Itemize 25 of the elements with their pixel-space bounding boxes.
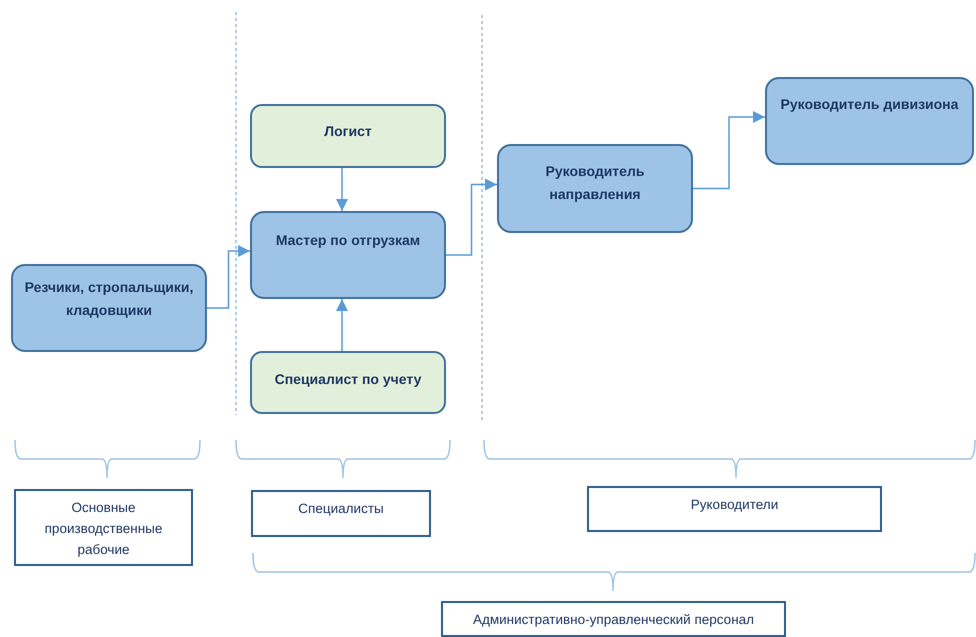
role-label: Руководитель направления (544, 162, 646, 204)
role-label: Административно-управленческий персонал (472, 611, 754, 629)
role-label: Специалисты (298, 500, 384, 518)
arrow (336, 168, 348, 211)
arrow (207, 245, 250, 309)
arrow (693, 111, 765, 190)
group-box (14, 489, 193, 566)
arrow (336, 299, 348, 351)
role-box (765, 77, 974, 165)
role-label: Логист (324, 122, 372, 141)
role-label: Мастер по отгрузкам (276, 231, 420, 250)
role-label: Руководители (690, 496, 778, 514)
role-box (11, 264, 207, 352)
role-label: Резчики, стропальщики, кладовщики (24, 278, 194, 320)
group-box (587, 486, 882, 532)
role-label: Специалист по учету (274, 370, 422, 389)
role-box (250, 104, 446, 168)
arrow (446, 178, 497, 256)
group-box (441, 601, 786, 637)
role-label: Основные производственные рабочие (44, 499, 164, 559)
group-box (251, 490, 431, 537)
role-box (250, 351, 446, 414)
role-box (497, 144, 693, 233)
role-box (250, 211, 446, 299)
role-label: Руководитель дивизиона (780, 95, 958, 114)
